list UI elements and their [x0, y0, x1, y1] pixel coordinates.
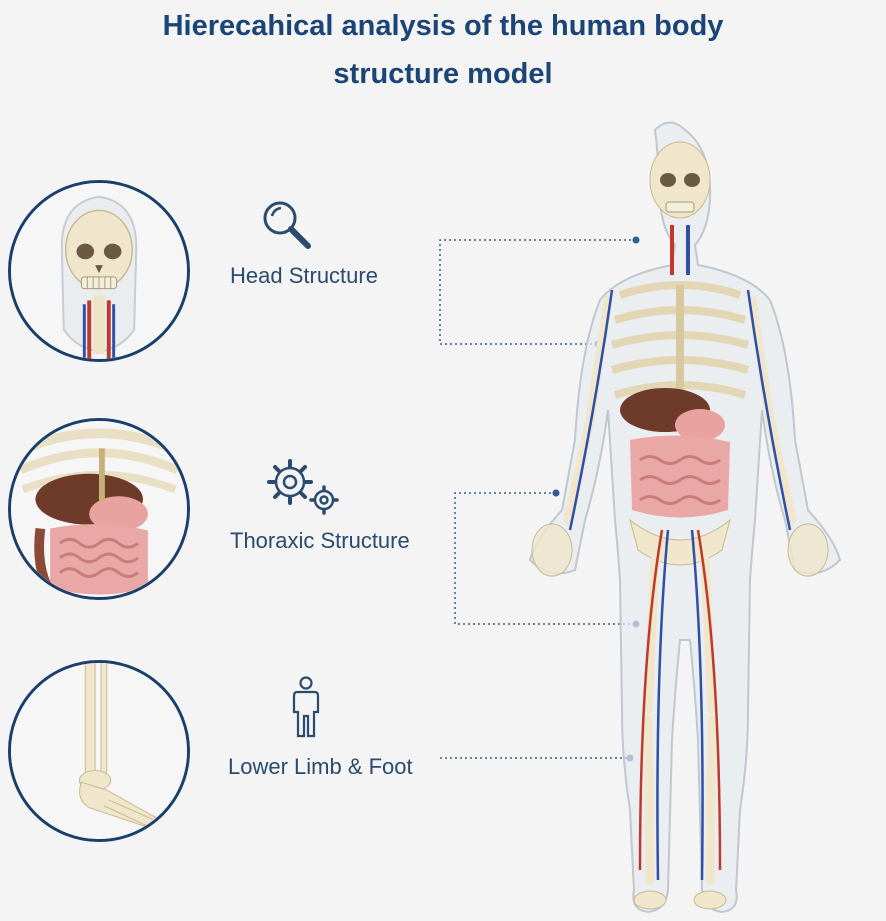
thorax-closeup-image	[8, 418, 190, 600]
head-illustration	[11, 183, 187, 359]
thorax-illustration	[11, 421, 187, 597]
magnifier-icon	[263, 201, 311, 249]
body-model-figure	[490, 110, 870, 915]
page-title: Hierecahical analysis of the human body …	[0, 2, 886, 98]
gears-icon	[267, 459, 339, 515]
foot-illustration	[11, 663, 187, 839]
head-closeup-image	[8, 180, 190, 362]
title-line-2: structure model	[333, 58, 553, 90]
body-model-illustration	[528, 121, 842, 914]
person-icon	[292, 676, 320, 738]
feature-label-thorax: Thoraxic Structure	[230, 528, 410, 553]
feature-label-lower-limb: Lower Limb & Foot	[228, 754, 413, 779]
title-line-1: Hierecahical analysis of the human body	[162, 10, 724, 42]
feature-label-head: Head Structure	[230, 263, 378, 288]
foot-closeup-image	[8, 660, 190, 842]
